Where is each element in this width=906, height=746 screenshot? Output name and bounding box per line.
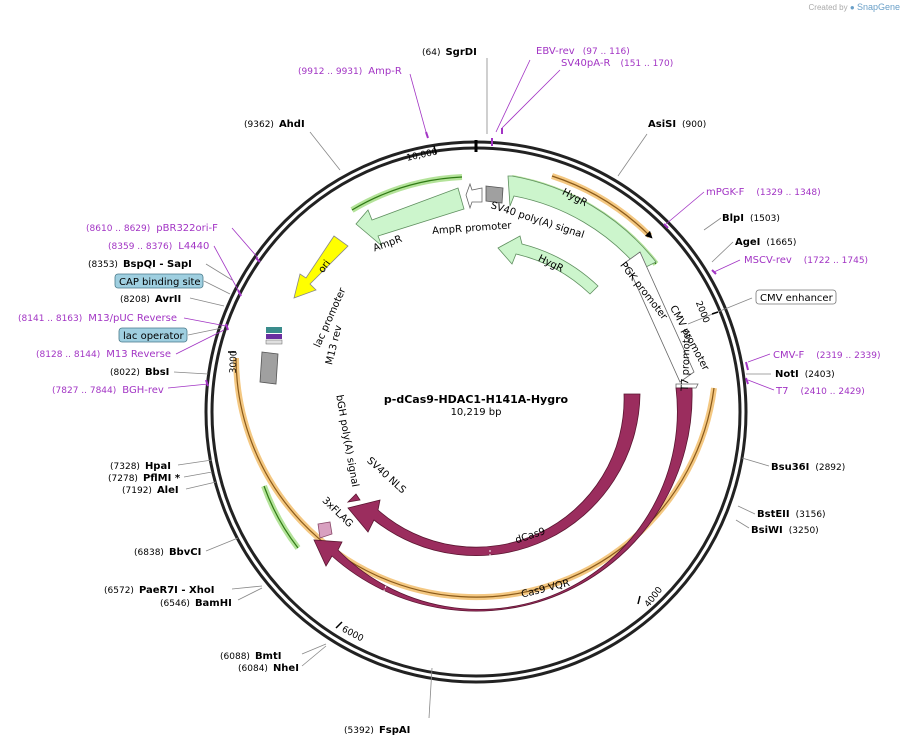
site-nhei[interactable]: (6084)NheI <box>238 663 299 674</box>
snapgene-credit: Created by ● SnapGene <box>809 2 901 12</box>
site-blpi[interactable]: BlpI(1503) <box>722 213 780 224</box>
box-lac-operator[interactable]: lac operator <box>118 327 188 343</box>
site-bbvci[interactable]: (6838)BbvCI <box>134 547 201 558</box>
label-cas9-vqr: Cas9 VQR <box>520 578 571 601</box>
lac-promoter-feature <box>265 339 283 345</box>
site-alei[interactable]: (7192)AleI <box>122 485 179 496</box>
credit-prefix: Created by <box>808 3 848 12</box>
primer-mpgk-f[interactable]: mPGK-F(1329 .. 1348) <box>706 187 821 198</box>
site-bsiwi[interactable]: BsiWI(3250) <box>751 525 819 536</box>
tick-label-3000: 3000 <box>229 350 240 374</box>
ampr-promoter-feature[interactable] <box>465 182 483 210</box>
plasmid-name: p-dCas9-HDAC1-H141A-Hygro <box>384 393 569 406</box>
primer-labels: EBV-rev(97 .. 116) SV40pA-R(151 .. 170) … <box>18 46 881 397</box>
site-pflmi[interactable]: (7278)PflMI * <box>108 473 181 484</box>
sv40-nls-feature <box>346 493 361 503</box>
site-bamhi[interactable]: (6546)BamHI <box>160 598 232 609</box>
snapgene-logo-icon: ● <box>849 3 855 12</box>
label-sv40-nls: SV40 NLS <box>364 455 407 496</box>
label-ampr-promoter: AmpR promoter <box>432 220 513 237</box>
primer-sv40pa-r[interactable]: SV40pA-R(151 .. 170) <box>561 58 673 69</box>
site-bspqi-sapi[interactable]: (8353)BspQI - SapI <box>88 259 192 270</box>
site-bmti[interactable]: (6088)BmtI <box>220 651 281 662</box>
label-bgh-polya: bGH poly(A) signal <box>333 394 360 488</box>
bgh-polya-feature <box>259 351 279 385</box>
flag-feature <box>317 521 333 539</box>
site-leaders <box>173 58 771 719</box>
hygr-inner-feature[interactable] <box>497 235 599 295</box>
primer-pbr322ori-f[interactable]: (8610 .. 8629)pBR322ori-F <box>86 223 218 234</box>
sv40-polya-feature <box>485 185 504 204</box>
site-labels: (64)SgrDI AsiSI(900) BlpI(1503) AgeI(166… <box>88 47 845 736</box>
primer-leaders <box>167 59 775 391</box>
site-bsu36i[interactable]: Bsu36I(2892) <box>771 462 845 473</box>
site-asisi[interactable]: AsiSI(900) <box>648 119 706 130</box>
site-noti[interactable]: NotI(2403) <box>775 369 835 380</box>
site-bbsi[interactable]: (8022)BbsI <box>110 367 169 378</box>
primer-marks <box>205 128 749 387</box>
primer-bgh-rev[interactable]: (7827 .. 7844)BGH-rev <box>52 385 164 396</box>
primer-m13-reverse[interactable]: (8128 .. 8144)M13 Reverse <box>36 349 171 360</box>
vqr-dash <box>379 585 387 601</box>
plasmid-size: 10,219 bp <box>451 407 502 418</box>
primer-cmv-f[interactable]: CMV-F(2319 .. 2339) <box>773 350 881 361</box>
box-cmv-enhancer-label: CMV enhancer <box>760 293 834 304</box>
site-avrii[interactable]: (8208)AvrII <box>120 294 181 305</box>
primer-mscv-rev[interactable]: MSCV-rev(1722 .. 1745) <box>744 255 868 266</box>
orange-arc-big-core <box>235 357 715 598</box>
box-cap-binding-label: CAP binding site <box>119 277 201 288</box>
lac-operator-feature <box>266 327 282 333</box>
box-lac-operator-label: lac operator <box>123 331 184 342</box>
box-cmv-enhancer[interactable]: CMV enhancer <box>755 289 837 305</box>
box-cap-binding-site[interactable]: CAP binding site <box>114 273 204 289</box>
site-ahdi[interactable]: (9362)AhdI <box>244 119 305 130</box>
m13-feature <box>266 334 282 339</box>
primer-m13-puc-reverse[interactable]: (8141 .. 8163)M13/pUC Reverse <box>18 313 177 324</box>
credit-brand: SnapGene <box>856 2 900 12</box>
ori-feature[interactable] <box>293 235 349 299</box>
site-sgrdi[interactable]: (64)SgrDI <box>422 47 477 58</box>
tick-marks <box>228 145 719 629</box>
green-arc-top-left-core <box>351 176 463 211</box>
site-fspai[interactable]: (5392)FspAI <box>344 725 410 736</box>
primer-ebv-rev[interactable]: EBV-rev(97 .. 116) <box>536 46 630 57</box>
cas9-vqr-feature[interactable] <box>313 387 693 612</box>
primer-t7[interactable]: T7(2410 .. 2429) <box>775 386 865 397</box>
site-bsteii[interactable]: BstEII(3156) <box>757 509 826 520</box>
pgk-cmv-promoter-feature[interactable] <box>625 251 695 383</box>
site-agei[interactable]: AgeI(1665) <box>735 237 796 248</box>
label-t7-promoter: T7 promoter <box>680 328 693 392</box>
primer-amp-r[interactable]: (9912 .. 9931)Amp-R <box>298 66 402 77</box>
green-arc-bottom-left-core <box>263 485 299 549</box>
dcas9-feature[interactable] <box>347 393 641 556</box>
t7-promoter-feature <box>675 383 699 389</box>
site-hpai[interactable]: (7328)HpaI <box>110 461 171 472</box>
primer-l4440[interactable]: (8359 .. 8376)L4440 <box>108 241 209 252</box>
site-paer7i-xhoi[interactable]: (6572)PaeR7I - XhoI <box>104 585 214 596</box>
ampr-feature[interactable] <box>355 187 465 247</box>
orange-arc-top-right-core <box>551 175 653 239</box>
